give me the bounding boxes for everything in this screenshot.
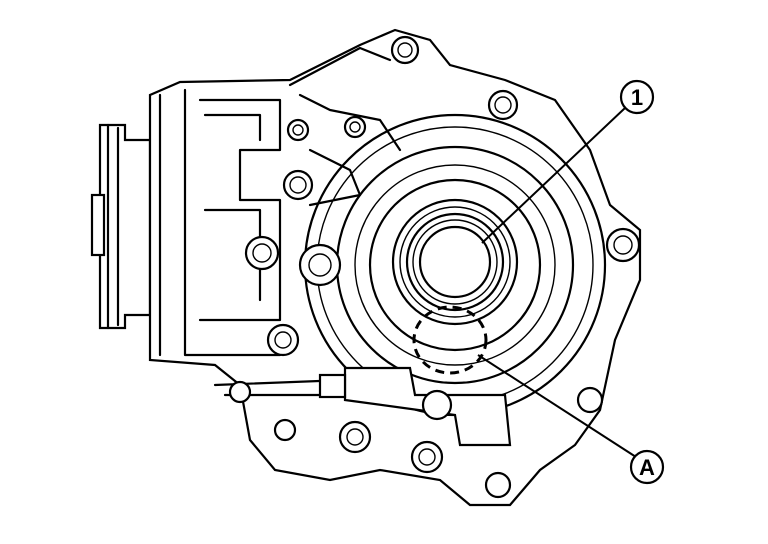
callout-a-label: A	[639, 455, 655, 480]
bolt	[390, 35, 420, 65]
callout-1: 1	[619, 79, 655, 115]
bolt	[576, 386, 604, 414]
bolt	[273, 418, 297, 442]
bolt	[484, 471, 512, 499]
bolt	[286, 118, 310, 142]
bolt	[487, 89, 519, 121]
bolt	[244, 235, 280, 271]
bolt	[605, 227, 641, 263]
callout-a: A	[629, 449, 665, 485]
callout-1-label: 1	[631, 85, 643, 110]
callout-1-leader	[481, 107, 626, 244]
bolt	[343, 115, 367, 139]
housing	[148, 28, 642, 507]
bolt	[282, 169, 314, 201]
bolt	[410, 440, 444, 474]
bolt	[298, 243, 342, 287]
bolt	[266, 323, 300, 357]
bolt	[338, 420, 372, 454]
companion-flange	[90, 123, 152, 330]
bolts	[244, 35, 641, 499]
area-a-dashed-circle	[412, 305, 488, 375]
oil-seal	[391, 198, 519, 326]
callout-a-leader	[477, 354, 637, 458]
sensor-bracket	[213, 366, 512, 447]
